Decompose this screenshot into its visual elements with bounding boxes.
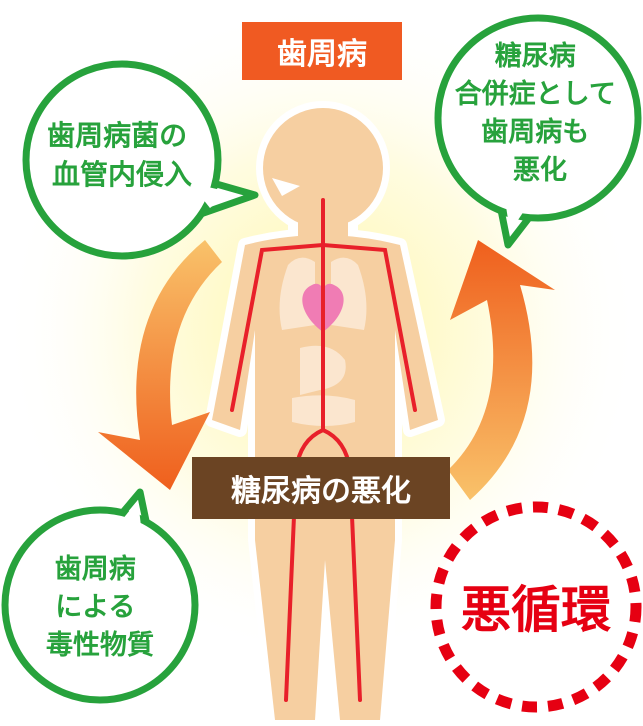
svg-text:糖尿病 合併症として 歯周病も: 糖尿病 合併症として 歯周病も 悪化 [455, 40, 626, 186]
periodontal-label-bg [242, 22, 402, 80]
svg-text:歯周病 による 毒性物質: 歯周病 による 毒性物質 [46, 554, 154, 661]
bubble-top-right-line-2: 合併症として [455, 78, 616, 110]
bubble-bottom-left-line-1: 歯周病 [55, 554, 136, 585]
svg-text:歯周病菌の 血管内侵入: 歯周病菌の 血管内侵入 [47, 119, 197, 191]
vicious-cycle-label: 悪循環 [461, 581, 611, 639]
vicious-cycle-badge: 悪循環 [430, 501, 642, 713]
bubble-bottom-left: 歯周病 による 毒性物質 [1, 488, 199, 704]
bubble-top-right-line-3: 歯周病も [481, 117, 589, 148]
periodontal-label: 歯周病 [277, 37, 367, 72]
bubble-top-left-line-2: 血管内侵入 [52, 158, 192, 191]
center-banner-bg [192, 457, 450, 519]
center-banner: 糖尿病の悪化 [231, 474, 411, 509]
bubble-top-left: 歯周病菌の 血管内侵入 [22, 60, 259, 260]
cycle-arrow-right [448, 240, 555, 500]
bubble-top-right-line-4: 悪化 [513, 155, 567, 186]
bubble-top-left-line-1: 歯周病菌の [47, 119, 187, 152]
bubble-top-right: 糖尿病 合併症として 歯周病も 悪化 [434, 14, 642, 249]
cycle-arrow-left [98, 240, 222, 490]
bubble-top-right-line-1: 糖尿病 [495, 40, 576, 72]
bubble-bottom-left-line-3: 毒性物質 [46, 630, 154, 661]
bubble-bottom-left-line-2: による [55, 592, 135, 623]
